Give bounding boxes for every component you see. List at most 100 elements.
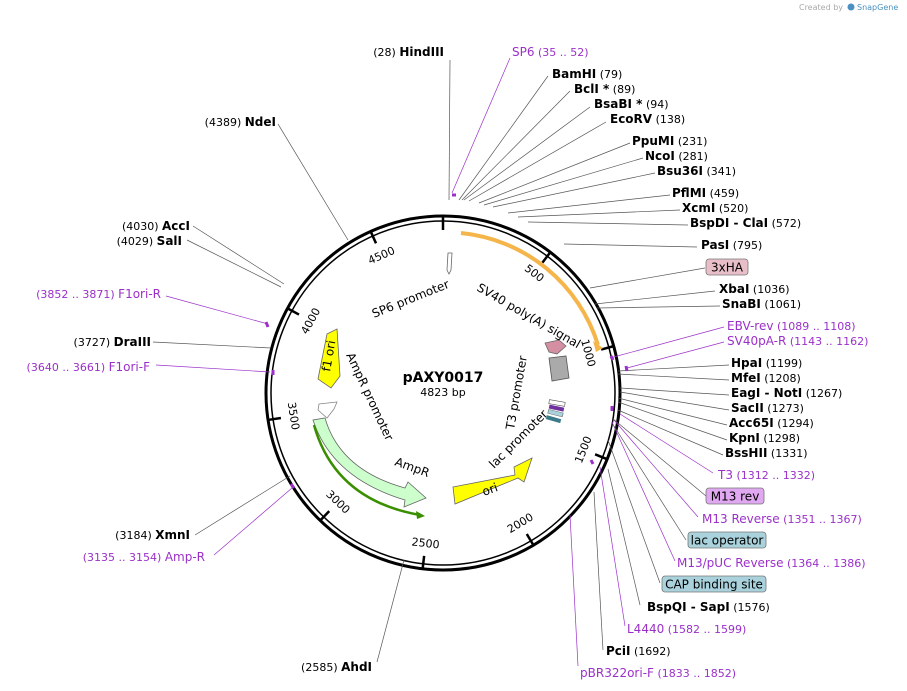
primer-label-sv40pa-r: SV40pA-R (1143 .. 1162) [727,334,868,348]
leader-m13puc-reverse [611,421,676,562]
enzyme-label-acci: (4030) AccI [122,219,190,233]
leader-bcli [461,90,571,201]
enzyme-position: (2585) [301,661,338,674]
primer-name: EBV-rev [727,319,773,333]
primer-position: (1351 .. 1367) [783,513,862,526]
leader-m13-reverse [613,419,699,518]
primer-position: (3852 .. 3871) [36,288,115,301]
enzyme-name: BclI * [574,82,610,96]
boxed-m13-rev-text: M13 rev [711,490,760,504]
leader-bspdi [527,221,689,226]
leader-bamhi [458,75,549,201]
primer-label-m13-reverse: M13 Reverse (1351 .. 1367) [702,512,862,526]
enzyme-position: (4389) [205,116,242,129]
primer-label-l4440: L4440 (1582 .. 1599) [627,622,746,636]
primer-position: (35 .. 52) [538,46,589,59]
enzyme-position: (28) [373,46,396,59]
leader-lines [152,57,730,667]
primer-label-f1ori-r: (3852 .. 3871) F1ori-R [36,287,161,301]
leader-l4440 [599,466,626,627]
leader-hpai [617,364,730,372]
tick-4000 [286,307,300,316]
tick-4500 [369,230,378,244]
enzyme-position: (459) [710,187,740,200]
snapgene-logo-icon [847,3,855,11]
ampr-label: AmpR [393,455,431,480]
enzyme-name: HpaI [731,356,762,370]
primer-label-f1ori-f: (3640 .. 3661) F1ori-F [27,360,151,374]
enzyme-label-ncoi: NcoI (281) [645,149,708,163]
enzyme-name: XbaI [719,282,749,296]
enzyme-name: DraIII [114,335,151,349]
enzyme-label-pasi: PasI (795) [701,238,762,252]
enzyme-position: (281) [678,150,708,163]
enzyme-label-xbai: XbaI (1036) [719,282,789,296]
primer-name: T3 [717,468,733,482]
enzyme-name: NcoI [645,149,675,163]
enzyme-position: (94) [646,98,669,111]
primer-site-marks [264,193,629,489]
enzyme-label-bsshii: BssHII (1331) [725,446,807,460]
ampr-strand-line [312,424,421,517]
tick-1500 [594,453,608,461]
enzyme-position: (1692) [634,645,671,658]
enzyme-label-hindiii: (28) HindIII [373,45,444,59]
primer-position: (1089 .. 1108) [777,320,856,333]
ampr-promoter-label: AmpR promoter [343,350,396,442]
enzyme-position: (3727) [74,336,111,349]
primer-position: (1582 .. 1599) [668,623,747,636]
primer-name: F1ori-R [118,287,161,301]
leader-sp6 [451,57,511,194]
leader-sacii [619,391,730,411]
boxed-3xha-box [705,258,749,276]
enzyme-name: Acc65I [729,416,774,430]
boxed-3xha: 3xHA [705,258,749,276]
primer-labels: SP6 (35 .. 52)EBV-rev (1089 .. 1108)SV40… [27,45,869,680]
leader-mfei [617,373,730,381]
ori-feature [452,457,533,505]
enzyme-position: (572) [772,217,802,230]
features: f1 ori ori [312,231,603,519]
leader-pflmi [507,194,671,214]
primer-position: (1312 .. 1332) [736,469,815,482]
enzyme-label-ecorv: EcoRV (138) [610,112,685,126]
t3-promoter-label: T3 promoter [503,355,530,432]
tick-label-2000: 2000 [505,510,536,535]
primer-label-pbr322ori-f: pBR322ori-F (1833 .. 1852) [580,666,736,680]
tick-1000 [600,344,615,351]
enzyme-position: (1061) [764,298,801,311]
leader-acci [192,225,285,285]
enzyme-position: (4029) [117,235,154,248]
enzyme-name: MfeI [731,371,761,385]
primer-name: M13/pUC Reverse [677,556,784,570]
primer-position: (3135 .. 3154) [83,551,162,564]
enzyme-name: SalI [157,234,182,248]
enzyme-label-pflmi: PflMI (459) [672,186,739,200]
enzyme-name: SnaBI [722,297,761,311]
enzyme-position: (520) [719,202,749,215]
boxed-cap-binding-site-box [661,575,767,593]
leader-hindiii [448,59,451,201]
snapgene-credit: Created by SnapGene [799,3,898,12]
credit-text: Created by [799,3,843,12]
leader-eagi [619,387,730,396]
enzyme-name: BamHI [552,67,596,81]
primer-label-amp-r: (3135 .. 3154) Amp-R [83,550,205,564]
lac-operator-marker [547,409,564,418]
enzyme-label-bspqi: BspQI - SapI (1576) [647,600,770,614]
enzyme-position: (3184) [115,529,152,542]
leader-xcmi [517,209,681,218]
enzyme-label-bamhi: BamHI (79) [552,67,622,81]
boxed-cap-binding-site: CAP binding site [661,575,767,593]
mark-f1ori-r [264,321,270,328]
enzyme-position: (1199) [766,357,803,370]
leader-bsshii [617,409,724,456]
primer-name: F1ori-F [109,360,150,374]
tick-3500 [267,416,282,422]
enzyme-position: (1294) [777,417,814,430]
leader-bsu36i [492,172,656,208]
enzyme-position: (1331) [771,447,808,460]
enzyme-position: (89) [613,83,636,96]
